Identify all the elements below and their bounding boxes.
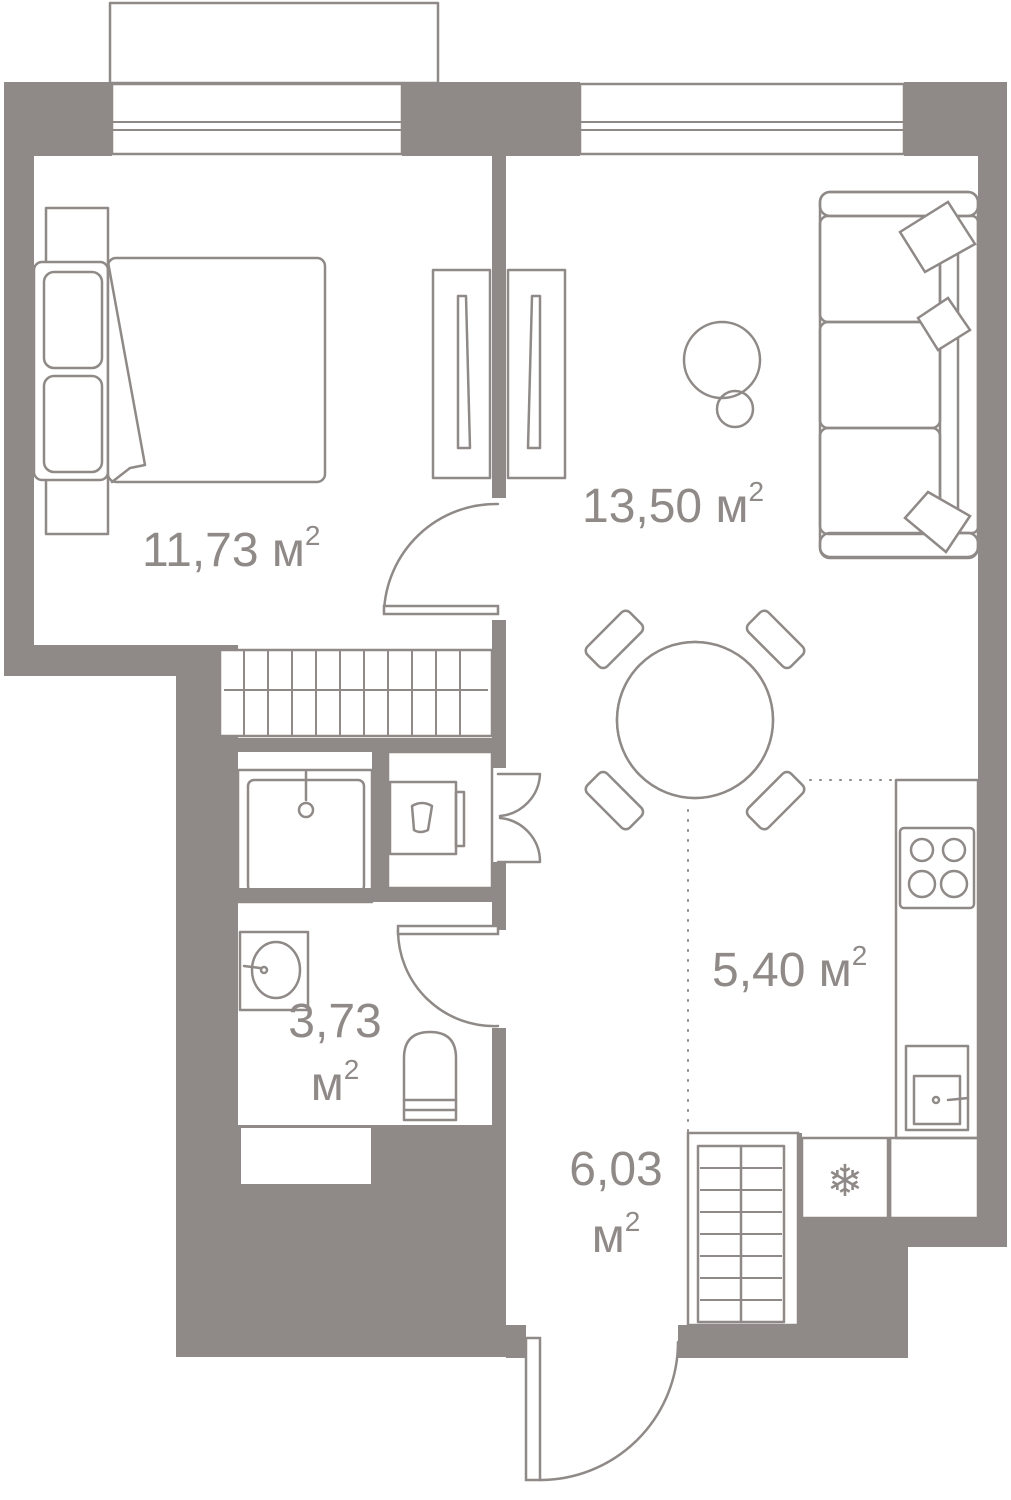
dining-set	[584, 609, 806, 831]
kitchen-area-label: 5,40 м2	[712, 940, 868, 997]
window-bedroom	[110, 82, 404, 156]
living-area-label: 13,50 м2	[582, 476, 765, 533]
door-bathroom	[396, 924, 500, 1028]
sofa	[818, 190, 980, 560]
toilet-wc	[386, 750, 494, 890]
kitchen-counter	[888, 778, 980, 1220]
toilet	[402, 1030, 458, 1122]
side-table	[715, 389, 755, 429]
door-bedroom	[382, 502, 500, 616]
bedroom-cabinet	[431, 268, 492, 480]
bed	[32, 206, 327, 536]
snowflake-icon: ❄	[827, 1156, 864, 1207]
washbasin	[238, 930, 310, 1012]
living-cabinet	[506, 268, 567, 480]
bath-niche	[239, 1126, 373, 1186]
fridge: ❄	[800, 1136, 890, 1220]
entrance-door	[524, 1336, 680, 1482]
door-wc	[496, 772, 542, 864]
window-living	[578, 82, 906, 156]
shower	[236, 768, 374, 904]
kitchen-zone-boundary	[687, 779, 897, 1134]
hall-cabinet	[686, 1131, 800, 1327]
balcony	[108, 1, 440, 85]
coffee-table	[682, 320, 762, 400]
hall-area-label: 6,03 м2	[569, 1143, 663, 1263]
wardrobe	[218, 648, 494, 738]
bathroom-area-label: 3,73 м2	[288, 995, 382, 1111]
bedroom-area-label: 11,73 м2	[142, 520, 321, 577]
